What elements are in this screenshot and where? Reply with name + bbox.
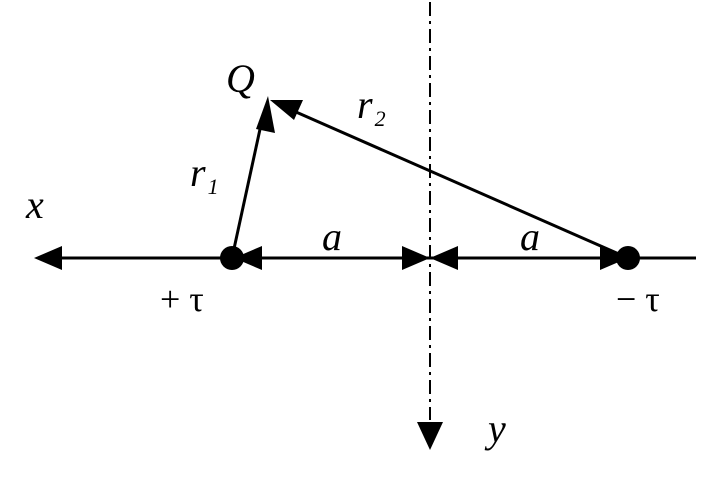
r2-label: r2	[357, 82, 386, 131]
x-axis-label: x	[25, 182, 44, 227]
positive-charge-dot	[220, 246, 244, 270]
r1-label: r1	[190, 150, 219, 199]
r2-label-main: r	[357, 82, 373, 127]
dist-right-arrow-end	[600, 246, 628, 270]
x-axis-arrowhead	[34, 246, 62, 270]
positive-charge-label: + τ	[160, 279, 204, 319]
r1-label-sub: 1	[208, 174, 219, 199]
r2-vector-arrowhead	[270, 100, 303, 120]
y-axis-label: y	[484, 406, 506, 451]
y-axis-arrowhead	[417, 422, 443, 450]
r2-vector-line	[295, 110, 629, 260]
dist-right-label: a	[520, 214, 540, 259]
r1-vector-arrowhead	[256, 96, 275, 133]
r2-label-sub: 2	[375, 106, 386, 131]
r1-label-main: r	[190, 150, 206, 195]
r1-vector-line	[230, 119, 264, 259]
negative-charge-dot	[616, 246, 640, 270]
dist-left-arrow-start	[234, 246, 262, 270]
dist-left-arrow-end	[402, 246, 430, 270]
point-label: Q	[226, 56, 255, 101]
dist-right-arrow-start	[430, 246, 458, 270]
dist-left-label: a	[322, 214, 342, 259]
negative-charge-label: − τ	[616, 279, 660, 319]
